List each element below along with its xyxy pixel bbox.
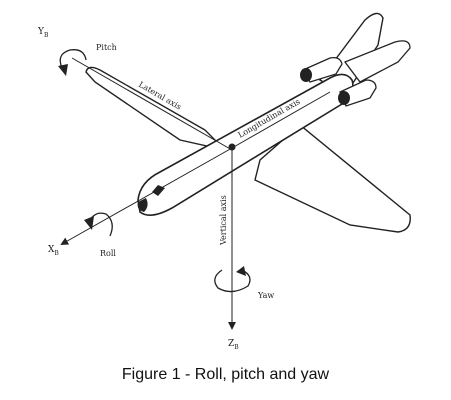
right-wing bbox=[254, 124, 411, 233]
engine-upper bbox=[300, 56, 343, 83]
yaw-label: Yaw bbox=[257, 291, 274, 300]
horizontal-stabilizer bbox=[343, 40, 411, 83]
longitudinal-axis-line-rear bbox=[231, 91, 331, 149]
center-of-gravity-dot bbox=[228, 143, 236, 151]
roll-rotation-icon bbox=[84, 212, 113, 237]
pitch-label: Pitch bbox=[96, 43, 117, 52]
lateral-axis-line bbox=[71, 57, 233, 151]
roll-label: Roll bbox=[100, 249, 116, 258]
y-axis-label: YB bbox=[37, 27, 49, 39]
engine-lower bbox=[338, 79, 377, 107]
x-axis-label: XB bbox=[48, 245, 59, 257]
yaw-rotation-icon bbox=[214, 266, 251, 293]
longitudinal-axis-line bbox=[60, 147, 233, 245]
z-axis-label: ZB bbox=[228, 339, 239, 351]
vertical-axis-label: Vertical axis bbox=[219, 195, 228, 246]
nose bbox=[137, 198, 148, 212]
pitch-rotation-icon bbox=[58, 49, 87, 76]
left-wing bbox=[85, 66, 228, 152]
figure-caption: Figure 1 - Roll, pitch and yaw bbox=[121, 366, 330, 383]
